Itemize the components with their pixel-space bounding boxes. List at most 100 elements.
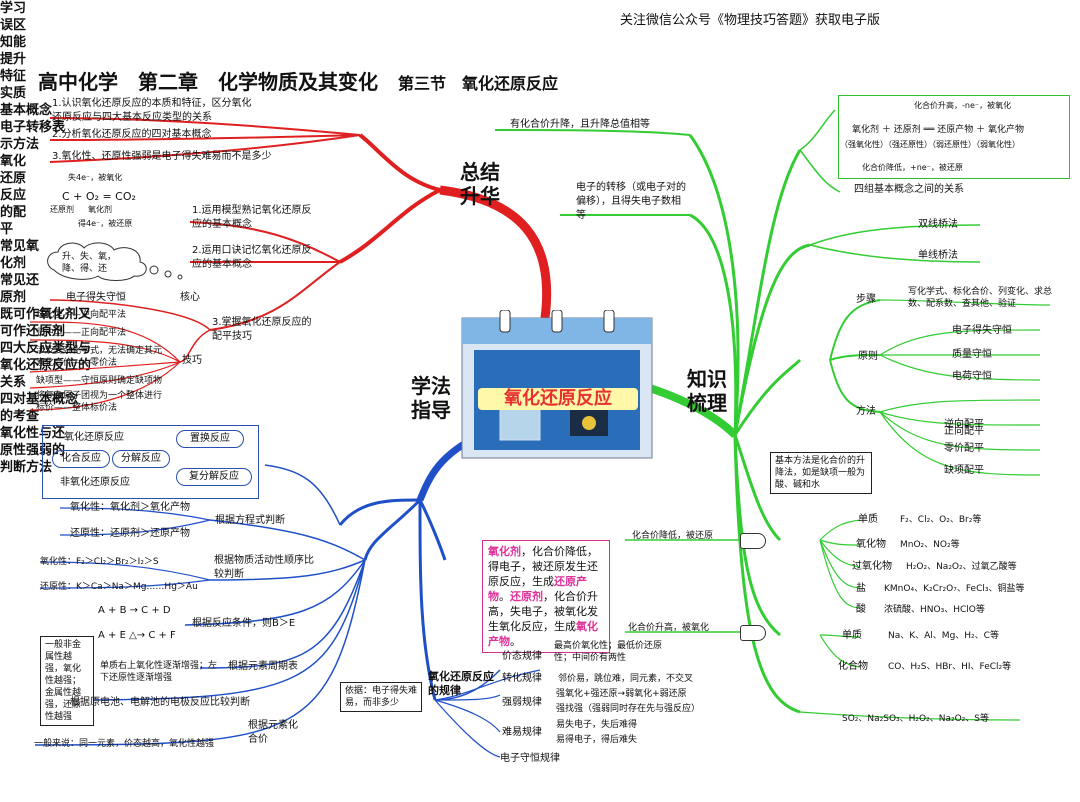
tip-5: 将复杂原子团视为一个整体进行标价——整体标价法 — [36, 391, 163, 413]
fp-oxidizer: 氧化剂 — [488, 545, 521, 558]
core-text: 电子得失守恒 — [66, 292, 126, 303]
strength-period-label: 根据元素周期表 — [228, 661, 298, 672]
transfer-double: 双线桥法 — [918, 219, 958, 230]
center-title: 氧化还原反应 — [478, 388, 638, 410]
core-label: 核心 — [180, 292, 200, 303]
type-decomposition: 分解反应 — [112, 450, 170, 468]
strength-period-text: 单质右上氧化性逐渐增强；左下还原性逐渐增强 — [100, 661, 218, 683]
basic-row2: （强氧化性）（强还原性）（弱还原性）（弱氧化性） — [840, 140, 1020, 149]
reducer-row-1-val: Na、K、Al、Mg、H₂、C等 — [888, 631, 999, 641]
strength-eq-label: 根据方程式判断 — [215, 515, 285, 526]
hub-knowledge: 知识梳理 — [687, 367, 727, 415]
basic-concept-frame — [838, 95, 1070, 179]
red-branches — [29, 117, 552, 411]
branch-feature: 特征 — [0, 69, 27, 84]
balance-principle-label: 原则 — [858, 351, 878, 362]
law-5-key: 电子守恒规律 — [500, 753, 560, 764]
oxidizer-row-1-key: 单质 — [858, 514, 878, 525]
oxidizer-row-3-val: H₂O₂、Na₂O₂、过氧乙酸等 — [906, 562, 1017, 572]
hand-pointer-icon — [740, 625, 766, 641]
balance-method-label: 方法 — [856, 406, 876, 417]
strength-act-2: 还原性：K＞Ca＞Na＞Mg……Hg＞Au — [40, 582, 198, 592]
law-1-key: 价态规律 — [502, 651, 542, 662]
branch-balance: 氧化还原反应的配平 — [0, 154, 27, 237]
ability-item-2: 2.运用口诀记忆氧化还原反应的基本概念 — [192, 245, 312, 270]
four-pairs-box: 氧化剂，化合价降低，得电子，被还原发生还原反应，生成还原产物。还原剂，化合价升高… — [482, 540, 610, 653]
slogan-cloud — [47, 242, 183, 281]
fp-reduced-product: 还原产物 — [488, 575, 587, 603]
basic-pairs: 四组基本概念之间的关系 — [854, 184, 964, 195]
oxidizer-arrow-text: 化合价降低，被还原 — [632, 531, 714, 541]
law-2-key: 转化规律 — [502, 673, 542, 684]
basic-row1: 氧化剂 ＋ 还原剂 ══ 还原产物 ＋ 氧化产物 — [852, 125, 1025, 135]
hand-pointer-icon — [740, 533, 766, 549]
basic-bottom: 化合价降低，+ne⁻，被还原 — [862, 163, 963, 172]
center-calendar-illustration — [461, 310, 653, 459]
mistake-item-3: 3.氧化性、还原性强弱是电子得失难易而不是多少 — [52, 151, 272, 162]
type-displacement: 置换反应 — [176, 430, 244, 448]
reducer-row-1-key: 单质 — [842, 630, 862, 641]
slogan-text: 升、失、氧，降、得、还 — [62, 252, 117, 274]
principle-3: 电荷守恒 — [952, 371, 992, 382]
strength-valence-text: 一般来说：同一元素，价态越高，氧化性越强 — [34, 739, 215, 749]
oxidizer-row-2-val: MnO₂、NO₂等 — [900, 540, 960, 550]
oxidizer-row-1-val: F₂、Cl₂、O₂、Br₂等 — [900, 515, 982, 525]
fp-reducer: 还原剂 — [510, 590, 543, 603]
basic-top: 化合价升高，-ne⁻，被氧化 — [914, 101, 1012, 110]
type-non-redox: 非氧化还原反应 — [60, 477, 130, 488]
tip-4: 缺项型——守恒原则确定缺项物 — [36, 376, 163, 386]
oxidizer-row-5-key: 酸 — [856, 604, 866, 615]
model-oxidizer-label: 氧化剂 — [88, 205, 112, 214]
law-3b-val: 强找强（强弱同时存在先与强反应） — [556, 704, 701, 714]
strength-cond-1: A + B → C + D — [98, 605, 171, 616]
branch-laws: 氧化还原反应的规律 — [428, 670, 494, 697]
strength-activity-label: 根据物质活动性顺序比较判断 — [214, 555, 314, 580]
ability-item-3: 3.掌握氧化还原反应的配平技巧 — [212, 317, 312, 342]
law-4-val: 易失电子，失后难得 — [556, 720, 638, 730]
tip-3: 涉及复杂化学式，无法确定其元素化合价——零价法 — [36, 346, 163, 368]
reducer-row-2-val: CO、H₂S、HBr、HI、FeCl₂等 — [888, 662, 1012, 672]
oxidizer-row-4-key: 盐 — [856, 583, 866, 594]
ability-item-1: 1.运用模型熟记氧化还原反应的基本概念 — [192, 205, 312, 230]
oxidizer-row-3-key: 过氧化物 — [852, 561, 892, 572]
branch-reducers: 常见还原剂 — [0, 273, 40, 305]
reducer-arrow-text: 化合价升高，被氧化 — [628, 623, 710, 633]
transfer-single: 单线桥法 — [918, 250, 958, 261]
strength-eq-2: 还原性：还原剂＞还原产物 — [70, 528, 190, 539]
principle-1: 电子得失守恒 — [952, 325, 1012, 336]
tip-2: 归中型——正向配平法 — [36, 328, 127, 338]
mistake-item-1: 1.认识氧化还原反应的本质和特征，区分氧化还原反应与四大基本反应类型的关系 — [52, 98, 252, 123]
principle-2: 质量守恒 — [952, 349, 992, 360]
model-reducer-label: 还原剂 — [50, 205, 74, 214]
chapter-title: 高中化学 第二章 化学物质及其变化 — [38, 70, 378, 94]
strength-cond-label: 根据反应条件，则B＞E — [192, 618, 296, 629]
feature-text: 有化合价升降，且升降总值相等 — [510, 119, 650, 130]
fp-text-3: ，化合价升高，失电子，被氧化发生氧化反应，生成 — [488, 590, 598, 633]
hub-summary: 总结升华 — [460, 160, 500, 208]
model-equation: C + O₂ = CO₂ — [62, 190, 136, 203]
branch-four-pairs: 四对基本概念的考查 — [0, 392, 79, 424]
fp-text-1: ，化合价降低，得电子，被还原发生还原反应，生成 — [488, 545, 598, 588]
reducer-row-2-key: 化合物 — [838, 661, 868, 672]
branch-transfer: 电子转移表示方法 — [0, 120, 66, 152]
essence-text: 电子的转移（或电子对的偏移），且得失电子数相等 — [576, 182, 686, 221]
strength-basis-note: 依据：电子得失难易，而非多少 — [340, 682, 422, 712]
page-title: 高中化学 第二章 化学物质及其变化第三节 氧化还原反应 — [38, 66, 558, 95]
method-1: 正向配平 — [944, 426, 984, 437]
balance-steps: 写化学式、标化合价、列变化、求总数、配系数、查其他、验证 — [908, 287, 1053, 309]
strength-eq-1: 氧化性：氧化剂＞氧化产物 — [70, 502, 190, 513]
law-3-key: 强弱规律 — [502, 697, 542, 708]
fp-text-2: 。 — [499, 590, 510, 603]
balance-steps-label: 步骤 — [856, 294, 876, 305]
law-4b-val: 易得电子，得后难失 — [556, 735, 638, 745]
four-types-frame — [42, 425, 259, 499]
branch-ability: 知能提升 — [0, 35, 27, 67]
law-3-val: 强氧化+强还原→弱氧化+弱还原 — [556, 689, 687, 699]
method-4: 缺项配平 — [944, 465, 984, 476]
strength-valence-label: 根据元素化合价 — [248, 720, 298, 745]
wechat-notice: 关注微信公众号《物理技巧答题》获取电子版 — [620, 13, 881, 28]
law-2-val: 邻价易，跳位难，同元素，不交叉 — [558, 674, 694, 684]
both-text: SO₂、Na₂SO₃、H₂O₂、Na₂O₂、S等 — [842, 714, 989, 724]
method-3: 零价配平 — [944, 443, 984, 454]
